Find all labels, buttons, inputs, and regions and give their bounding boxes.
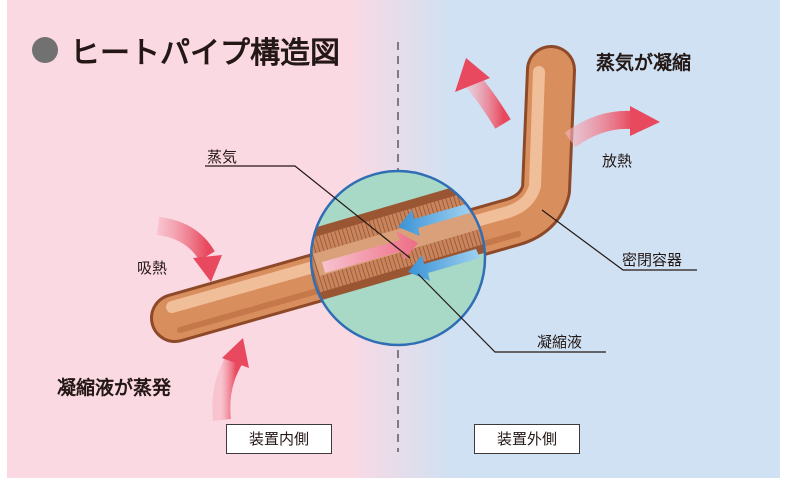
container-leader: [541, 209, 697, 271]
label-condense: 蒸気が凝縮: [596, 52, 692, 74]
title-bullet-icon: [32, 37, 58, 63]
title-text: ヒートパイプ構造図: [70, 36, 340, 71]
heat-absorb-arrow-bottom: [212, 338, 249, 422]
vapor-leader: [205, 165, 411, 259]
condensate-leader: [417, 273, 606, 353]
heat-absorb-arrow-top: [156, 217, 222, 282]
label-inside-box: 装置内側: [226, 424, 332, 454]
heat-release-arrow-left: [455, 58, 511, 129]
label-vapor: 蒸気: [207, 148, 238, 166]
diagram-title: ヒートパイプ構造図: [32, 28, 340, 72]
label-condensate: 凝縮液: [537, 333, 583, 351]
cutaway-lens: [309, 169, 487, 347]
label-sealed-container: 密閉容器: [622, 251, 683, 269]
label-outside-box: 装置外側: [474, 424, 580, 454]
label-evaporate: 凝縮液が蒸発: [57, 377, 172, 399]
label-heat-release: 放熱: [602, 152, 633, 170]
heat-pipe: [150, 45, 576, 343]
heat-release-arrow-right: [564, 106, 660, 148]
label-heat-absorb: 吸熱: [137, 259, 168, 277]
